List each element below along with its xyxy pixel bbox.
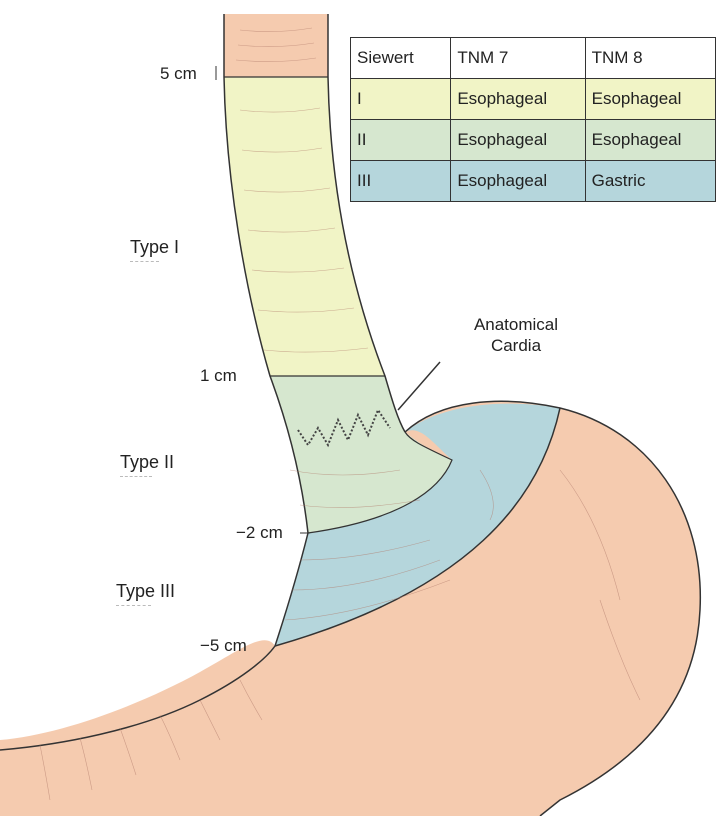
marker-minus2cm: −2 cm <box>236 523 283 543</box>
type-two-label: Type II <box>120 452 174 477</box>
cardia-pointer <box>398 362 440 410</box>
cell-tnm8: Gastric <box>585 161 715 202</box>
marker-minus5cm: −5 cm <box>200 636 247 656</box>
cell-siewert: II <box>351 120 451 161</box>
anatomical-cardia-label: Anatomical Cardia <box>456 314 576 356</box>
marker-1cm: 1 cm <box>200 366 237 386</box>
table-header-row: Siewert TNM 7 TNM 8 <box>351 38 716 79</box>
siewert-tnm-table: Siewert TNM 7 TNM 8 I Esophageal Esophag… <box>350 37 716 202</box>
cell-tnm8: Esophageal <box>585 79 715 120</box>
header-siewert: Siewert <box>351 38 451 79</box>
table-row: II Esophageal Esophageal <box>351 120 716 161</box>
table-row: III Esophageal Gastric <box>351 161 716 202</box>
annotation-line-2: Cardia <box>456 335 576 356</box>
type-one-label: Type I <box>130 237 179 262</box>
header-tnm8: TNM 8 <box>585 38 715 79</box>
header-tnm7: TNM 7 <box>451 38 585 79</box>
marker-5cm: 5 cm <box>160 64 197 84</box>
table-row: I Esophageal Esophageal <box>351 79 716 120</box>
type-three-label: Type III <box>116 581 175 606</box>
upper-esophagus <box>224 14 328 77</box>
cell-tnm7: Esophageal <box>451 79 585 120</box>
cell-tnm7: Esophageal <box>451 161 585 202</box>
cell-siewert: I <box>351 79 451 120</box>
cell-tnm8: Esophageal <box>585 120 715 161</box>
cell-tnm7: Esophageal <box>451 120 585 161</box>
annotation-line-1: Anatomical <box>456 314 576 335</box>
cell-siewert: III <box>351 161 451 202</box>
